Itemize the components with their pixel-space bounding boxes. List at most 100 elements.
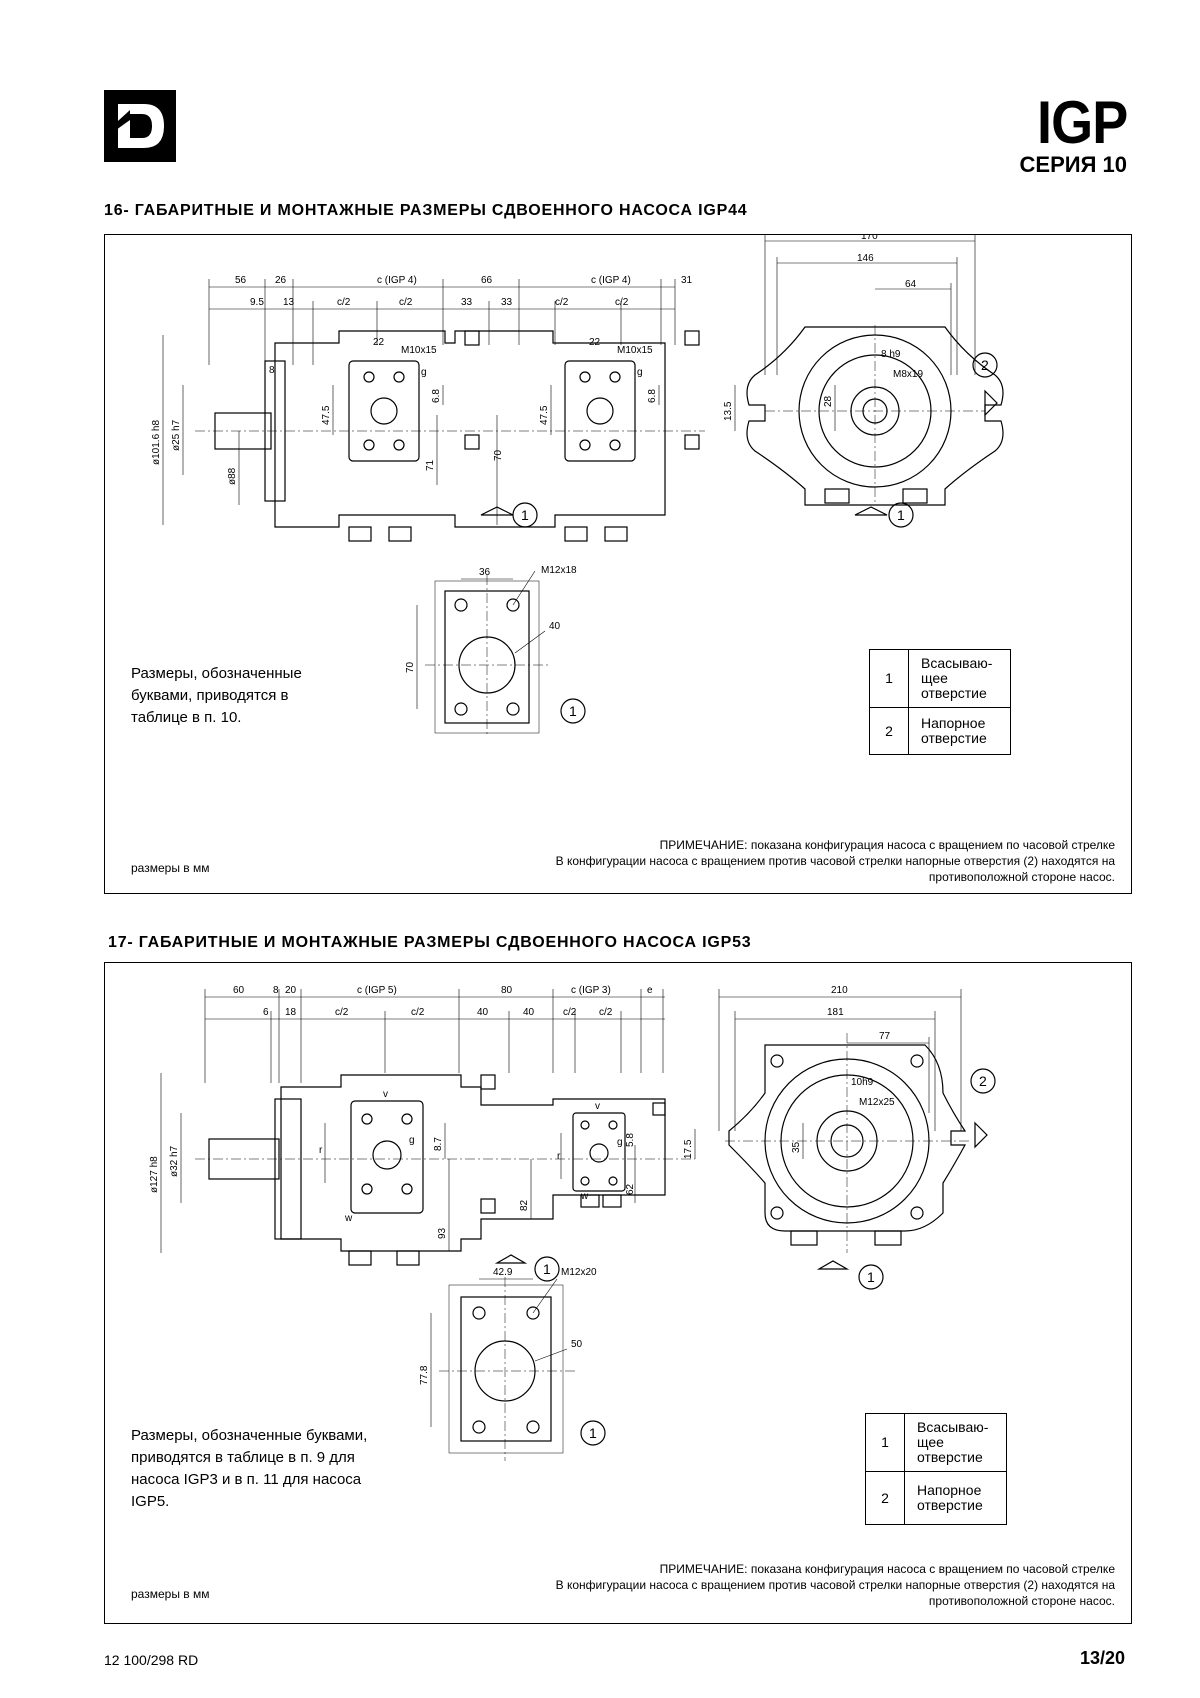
dim-20: 20 [285, 985, 297, 996]
dim-40-b: 40 [523, 1007, 535, 1018]
dim-28: 28 [823, 395, 834, 407]
dim-c2-d: c/2 [599, 1007, 613, 1018]
dim-d-shaft: ø32 h7 [169, 1145, 180, 1177]
dim-6-8-a: 6.8 [431, 389, 442, 403]
dim-82: 82 [519, 1199, 530, 1211]
thread-b: M10x15 [617, 345, 653, 356]
dim-13: 13 [283, 297, 295, 308]
legend-text: Напорное отверстие [904, 1471, 1007, 1525]
marker-1c: 1 [589, 1425, 597, 1441]
dimensions-note: Размеры, обозначенные буквами, приводятс… [131, 1427, 368, 1510]
label-w-a: w [344, 1213, 353, 1224]
port-legend: 1 Всасываю-щее отверстие 2 Напорное отве… [869, 649, 1011, 755]
port-legend: 1 Всасываю-щее отверстие 2 Напорное отве… [865, 1413, 1007, 1525]
dim-8: 8 [269, 365, 275, 376]
dim-c2-a: c/2 [335, 1007, 349, 1018]
dim-c2-a: c/2 [337, 297, 351, 308]
dim-26: 26 [275, 275, 287, 286]
marker-1b: 1 [897, 507, 905, 523]
section-title-16: 16- ГАБАРИТНЫЕ И МОНТАЖНЫЕ РАЗМЕРЫ СДВОЕ… [104, 202, 748, 219]
dim-93: 93 [437, 1227, 448, 1239]
remark-line-2: В конфигурации насоса с вращением против… [555, 1578, 1115, 1592]
dim-6-8-b: 6.8 [647, 389, 658, 403]
label-v-b: v [595, 1101, 600, 1112]
document-code: 12 100/298 RD [104, 1652, 199, 1668]
label-w-b: w [580, 1191, 589, 1202]
dim-c-igp3: c (IGP 3) [571, 985, 611, 996]
legend-row: 2 Напорное отверстие [869, 707, 1011, 755]
dim-c2-b: c/2 [411, 1007, 425, 1018]
remark-line-3: противоположной стороне насос. [928, 1594, 1115, 1608]
dim-181: 181 [827, 1007, 844, 1018]
dim-64: 64 [905, 279, 917, 290]
legend-num: 1 [869, 649, 909, 708]
legend-num: 2 [865, 1471, 905, 1525]
dim-22-b: 22 [589, 337, 601, 348]
series-label: СЕРИЯ 10 [1019, 152, 1127, 177]
legend-row: 1 Всасываю-щее отверстие [869, 649, 1011, 708]
dim-d-shaft: ø25 h7 [171, 419, 182, 451]
dim-42-9: 42.9 [493, 1267, 513, 1278]
marker-1a: 1 [543, 1261, 551, 1277]
dim-35: 35 [791, 1141, 802, 1153]
marker-1c: 1 [569, 703, 577, 719]
page-number: 13/20 [1079, 1648, 1125, 1668]
dim-66: 66 [481, 275, 493, 286]
dim-8: 8 [273, 985, 279, 996]
dim-thread-side: M8x19 [893, 369, 923, 380]
legend-num: 2 [869, 707, 909, 755]
dim-8-7: 8.7 [433, 1137, 444, 1151]
units-note: размеры в мм [131, 861, 210, 875]
dim-56: 56 [235, 275, 247, 286]
dim-c2-b: c/2 [399, 297, 413, 308]
remark-line-2: В конфигурации насоса с вращением против… [555, 854, 1115, 868]
marker-2: 2 [979, 1073, 987, 1089]
dim-70: 70 [493, 449, 504, 461]
dim-80: 80 [501, 985, 513, 996]
dim-5-8: 5.8 [625, 1133, 636, 1147]
remark-line-1: ПРИМЕЧАНИЕ: показана конфигурация насоса… [659, 1562, 1115, 1576]
dim-17-5: 17.5 [683, 1139, 694, 1159]
drawing-igp44: 1 1 1 2 56 26 c (IGP 4) 66 c (IGP 4) 31 … [151, 235, 1004, 735]
marker-1b: 1 [867, 1269, 875, 1285]
legend-text: Всасываю-щее отверстие [908, 649, 1011, 708]
remark-line-3: противоположной стороне насос. [928, 870, 1115, 884]
dim-40-a: 40 [477, 1007, 489, 1018]
dim-18: 18 [285, 1007, 297, 1018]
drawing-frame-igp44: 1 1 1 2 56 26 c (IGP 4) 66 c (IGP 4) 31 … [104, 234, 1132, 894]
label-r-a: r [319, 1145, 323, 1156]
dim-60: 60 [233, 985, 245, 996]
dim-33-a: 33 [461, 297, 473, 308]
legend-text: Всасываю-щее отверстие [904, 1413, 1007, 1472]
dim-e: e [647, 985, 653, 996]
dim-key: 10h9 [851, 1077, 874, 1088]
flange-thread: M12x20 [561, 1267, 597, 1278]
dim-9-5: 9.5 [250, 297, 264, 308]
label-g-b: g [617, 1137, 623, 1148]
dim-c2-d: c/2 [615, 297, 629, 308]
dim-47-5-b: 47.5 [539, 405, 550, 425]
dim-47-5-a: 47.5 [321, 405, 332, 425]
drawing-igp53: 1 1 1 2 60 8 20 c (IGP 5) 80 c (IGP 3) e… [149, 985, 996, 1461]
dim-c-igp4-a: c (IGP 4) [377, 275, 417, 286]
dim-c2-c: c/2 [555, 297, 569, 308]
dim-62: 62 [625, 1183, 636, 1195]
g-a: g [421, 367, 427, 378]
dim-c-igp4-b: c (IGP 4) [591, 275, 631, 286]
dim-70-flange: 70 [405, 661, 416, 673]
dim-13-5: 13.5 [723, 401, 734, 421]
dim-key: 8 h9 [881, 349, 901, 360]
legend-row: 1 Всасываю-щее отверстие [865, 1413, 1007, 1472]
marker-1a: 1 [521, 507, 529, 523]
label-g-a: g [409, 1135, 415, 1146]
section-title-17: 17- ГАБАРИТНЫЕ И МОНТАЖНЫЕ РАЗМЕРЫ СДВОЕ… [108, 934, 752, 951]
dim-c2-c: c/2 [563, 1007, 577, 1018]
thread-a: M10x15 [401, 345, 437, 356]
dim-210: 210 [831, 985, 848, 996]
legend-row: 2 Напорное отверстие [865, 1471, 1007, 1525]
dim-40: 40 [549, 621, 561, 632]
brand-logo [104, 90, 176, 162]
dim-77: 77 [879, 1031, 891, 1042]
dim-31: 31 [681, 275, 693, 286]
dim-d-hub: ø88 [227, 467, 238, 485]
